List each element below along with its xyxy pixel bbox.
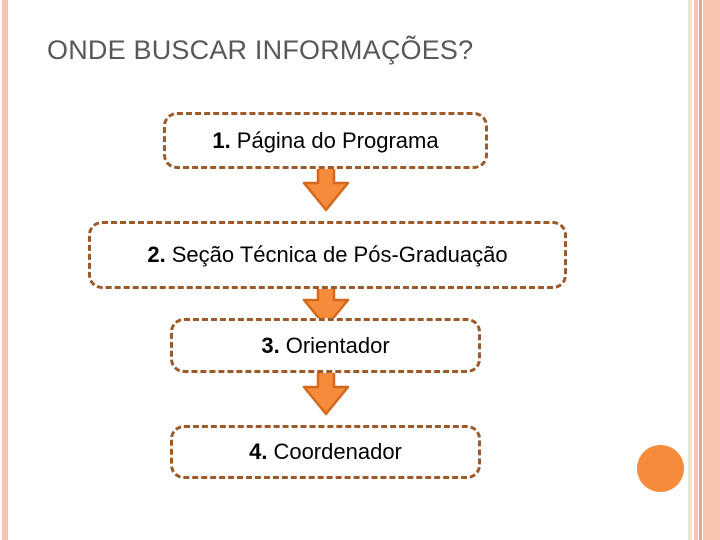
flow-step-3[interactable]: 3. Orientador bbox=[170, 318, 481, 373]
flow-step-3-label: Orientador bbox=[285, 332, 390, 358]
right-edge-stripe-dark bbox=[699, 0, 702, 540]
flow-step-1[interactable]: 1. Página do Programa bbox=[163, 112, 488, 169]
flow-step-2-number: 2. bbox=[147, 242, 166, 267]
right-edge-stripe-wide bbox=[703, 0, 720, 540]
right-edge-stripe-outer bbox=[688, 0, 692, 540]
flow-step-4-number: 4. bbox=[249, 439, 268, 464]
flow-step-1-number: 1. bbox=[212, 127, 231, 153]
flow-step-2[interactable]: 2. Seção Técnica de Pós-Graduação bbox=[88, 221, 567, 289]
right-edge-stripe-mid bbox=[694, 0, 698, 540]
flow-step-1-label: Página do Programa bbox=[236, 127, 439, 153]
flow-step-4[interactable]: 4. Coordenador bbox=[170, 425, 481, 479]
flow-step-3-number: 3. bbox=[261, 332, 280, 358]
orange-circle-decoration bbox=[637, 445, 684, 492]
flow-step-4-label: Coordenador bbox=[273, 439, 402, 464]
left-edge-stripe bbox=[2, 0, 8, 540]
flow-step-2-label: Seção Técnica de Pós-Graduação bbox=[171, 242, 508, 267]
page-title: ONDE BUSCAR INFORMAÇÕES? bbox=[47, 35, 474, 65]
